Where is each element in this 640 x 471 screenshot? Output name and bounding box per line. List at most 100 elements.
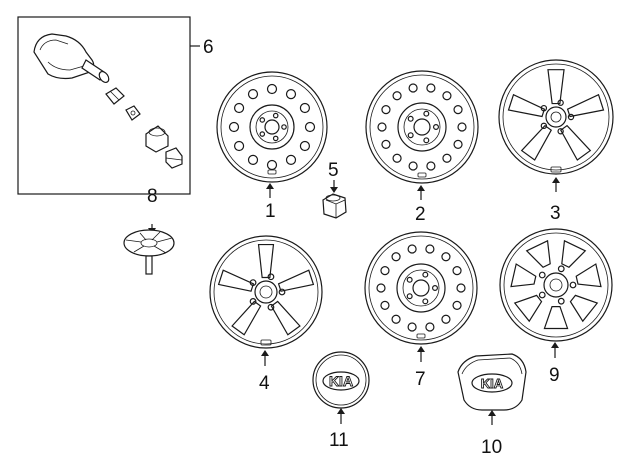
callout-9: 9 <box>549 365 560 386</box>
lug-hole <box>540 104 548 112</box>
valve-cap <box>145 125 169 153</box>
wheel-spoke <box>270 300 301 336</box>
wheel-spoke <box>520 124 553 161</box>
kia-logo-text-11: KIA <box>329 373 353 389</box>
lug-hole <box>557 265 565 273</box>
lug-hole <box>407 132 414 139</box>
center-cap-10: KIA <box>457 353 527 411</box>
wheel-spoke <box>566 93 605 118</box>
vent-hole <box>266 159 278 171</box>
kia-logo-oval-10 <box>471 373 513 393</box>
vent-hole <box>285 154 297 166</box>
vent-hole <box>456 283 466 293</box>
lug-hole <box>540 122 548 130</box>
lug-hole <box>406 276 413 283</box>
lug-hole <box>267 303 275 311</box>
alloy-wheel-9 <box>499 228 613 342</box>
callout-7: 7 <box>415 369 426 390</box>
tpms-sensor-kit <box>17 16 200 195</box>
callout-8: 8 <box>147 186 158 207</box>
vent-hole <box>442 153 452 163</box>
wheel-window <box>513 294 543 323</box>
wheel-spoke <box>257 243 275 279</box>
callout-2: 2 <box>415 204 426 225</box>
wheel-window <box>575 263 602 288</box>
wheel-spoke <box>231 300 262 336</box>
wheel-spoke <box>547 69 565 105</box>
vent-hole <box>426 161 436 171</box>
lug-hole <box>406 293 413 300</box>
vent-hole <box>285 88 297 100</box>
lug-hole <box>557 297 565 305</box>
wheel-spoke <box>507 93 546 118</box>
lug-hole <box>407 115 414 122</box>
lug-hole <box>249 279 257 286</box>
alloy-wheel-4 <box>209 235 323 349</box>
lug-hole <box>281 124 287 130</box>
vent-hole <box>407 244 417 254</box>
callout-10: 10 <box>481 437 502 458</box>
vent-hole <box>392 91 402 101</box>
lug-hole <box>432 285 439 292</box>
lug-hole <box>267 273 275 281</box>
vent-hole <box>247 154 259 166</box>
valve-nut <box>125 105 141 121</box>
valve-stem <box>81 59 105 81</box>
lug-hole <box>538 291 546 299</box>
vent-hole <box>247 88 259 100</box>
vent-hole <box>304 121 316 133</box>
lug-hole <box>557 128 564 135</box>
wheel-spoke <box>559 124 592 161</box>
vent-hole <box>441 314 451 324</box>
wheel-window <box>561 239 587 268</box>
lug-hole <box>433 123 440 130</box>
lug-hole <box>249 298 257 305</box>
callout-5: 5 <box>328 160 339 181</box>
wheel-spoke <box>217 269 255 292</box>
lug-hole <box>259 131 266 137</box>
callout-4: 4 <box>259 373 270 394</box>
vent-hole <box>376 283 386 293</box>
vent-hole <box>425 244 435 254</box>
wheel-window <box>510 263 537 288</box>
vent-hole <box>441 252 451 262</box>
wheel-window <box>569 294 599 323</box>
lug-nut <box>322 193 347 219</box>
callout-1: 1 <box>265 201 276 222</box>
center-cap-8 <box>123 224 175 275</box>
vent-hole <box>377 122 387 132</box>
alloy-wheel-3 <box>498 59 614 175</box>
lug-hole <box>423 137 430 144</box>
vent-hole <box>233 140 245 152</box>
lug-hole <box>567 113 575 121</box>
vent-hole <box>426 83 436 93</box>
wheel-window <box>543 306 569 330</box>
vent-hole <box>442 91 452 101</box>
steel-wheel-1 <box>216 71 328 183</box>
vent-hole <box>266 83 278 95</box>
lug-hole <box>557 99 564 106</box>
kia-logo-oval-11 <box>322 371 360 391</box>
vent-hole <box>407 322 417 332</box>
vent-hole <box>457 122 467 132</box>
vent-hole <box>299 102 311 114</box>
vent-hole <box>380 266 390 276</box>
lug-hole <box>278 288 286 296</box>
lug-hole <box>272 112 279 119</box>
tpms-sensor-body <box>33 33 95 80</box>
lug-hole <box>423 110 430 117</box>
vent-hole <box>408 161 418 171</box>
vent-hole <box>453 139 463 149</box>
lug-hole <box>538 271 546 279</box>
vent-hole <box>391 252 401 262</box>
vent-hole <box>452 300 462 310</box>
vent-hole <box>453 105 463 115</box>
lug-hole <box>422 298 429 305</box>
wheel-spoke <box>277 269 315 292</box>
steel-wheel-2 <box>365 70 479 184</box>
steel-wheel-7 <box>364 231 478 345</box>
vent-hole <box>392 153 402 163</box>
callout-6: 6 <box>203 37 214 58</box>
kia-logo-text-10: KIA <box>481 376 504 391</box>
